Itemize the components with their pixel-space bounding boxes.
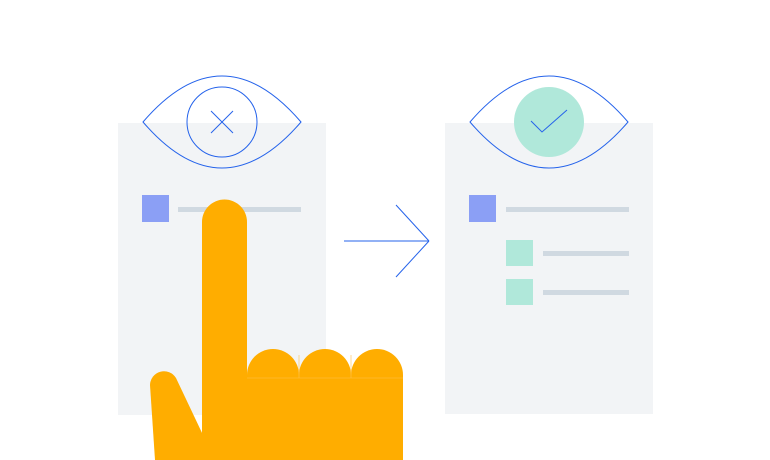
text-line	[543, 251, 629, 256]
green-square	[506, 240, 533, 266]
pointing-hand-icon	[150, 199, 403, 460]
text-line	[543, 290, 629, 295]
arrow-right-icon	[344, 204, 430, 278]
eye-check-icon	[469, 75, 629, 169]
document-page	[445, 123, 653, 414]
knuckle-lines	[247, 355, 403, 379]
document-after	[445, 123, 653, 414]
blue-square	[469, 195, 496, 222]
eye-crossed-icon	[142, 75, 302, 169]
green-square	[506, 279, 533, 305]
text-line	[506, 207, 629, 212]
blue-square	[142, 195, 169, 222]
